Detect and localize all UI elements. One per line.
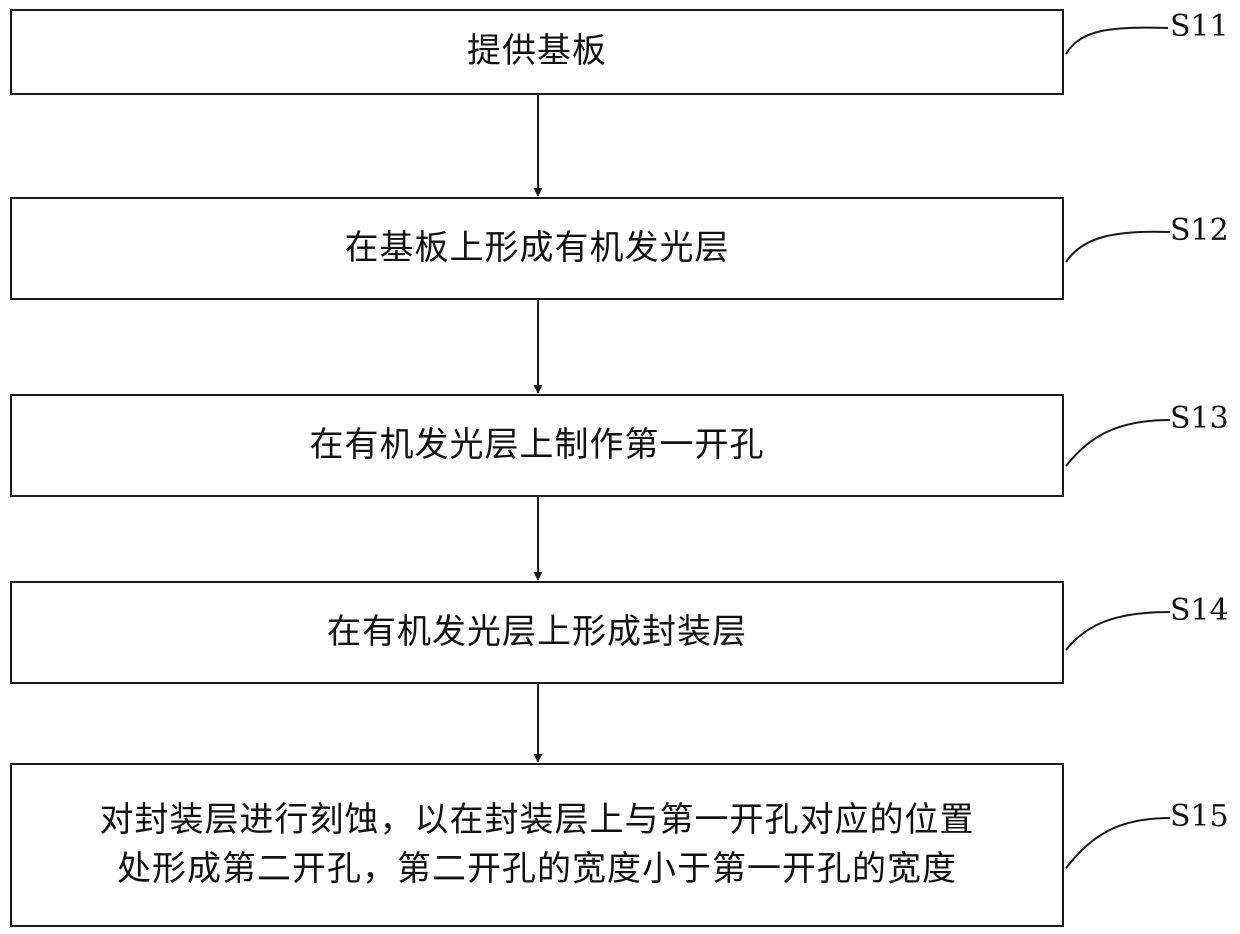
leader-line-s14 <box>1066 612 1170 650</box>
step-text-s11: 提供基板 <box>467 27 607 76</box>
step-text-s15-line1: 对封装层进行刻蚀，以在封装层上与第一开孔对应的位置 <box>80 796 995 845</box>
leader-line-s11 <box>1066 28 1168 54</box>
step-box-s15: 对封装层进行刻蚀，以在封装层上与第一开孔对应的位置 处形成第二开孔，第二开孔的宽… <box>10 763 1064 927</box>
step-text-s12: 在基板上形成有机发光层 <box>345 224 730 273</box>
step-box-s14: 在有机发光层上形成封装层 <box>10 581 1064 684</box>
step-text-s13: 在有机发光层上制作第一开孔 <box>310 421 765 470</box>
step-text-s15-line2: 处形成第二开孔，第二开孔的宽度小于第一开孔的宽度 <box>97 845 977 894</box>
leader-line-s15 <box>1066 818 1170 868</box>
leader-line-s13 <box>1066 420 1170 466</box>
step-box-s13: 在有机发光层上制作第一开孔 <box>10 394 1064 497</box>
step-box-s11: 提供基板 <box>10 9 1064 95</box>
leader-line-s12 <box>1066 232 1170 262</box>
step-text-s14: 在有机发光层上形成封装层 <box>327 608 747 657</box>
step-label-s13: S13 <box>1170 404 1229 434</box>
step-label-s15: S15 <box>1170 802 1229 832</box>
step-box-s12: 在基板上形成有机发光层 <box>10 197 1064 300</box>
step-label-s14: S14 <box>1170 596 1229 626</box>
step-label-s12: S12 <box>1170 216 1229 246</box>
step-label-s11: S11 <box>1170 12 1229 42</box>
